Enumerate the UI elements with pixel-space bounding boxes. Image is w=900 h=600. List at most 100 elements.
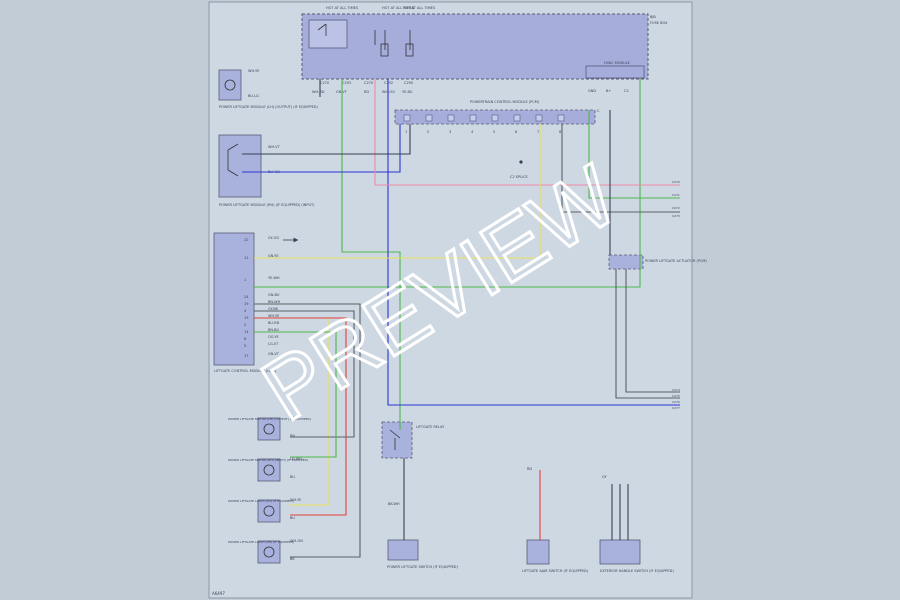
right-connector-3: C272	[672, 206, 680, 210]
relay-block	[308, 19, 348, 49]
main-wire-label-4: GN-BU	[268, 293, 280, 297]
cluster-pin-label-3: 3	[449, 130, 451, 134]
main-pin-label-5: 19	[244, 302, 248, 306]
main-wire-label-9: BN-BU	[268, 328, 280, 332]
bottom-module-3: EXTERIOR HANDLE SWITCH (IF EQUIPPED) GY	[599, 475, 674, 573]
wire-green-2	[254, 331, 337, 458]
motor_2-wire-2: BU	[290, 475, 295, 479]
cluster-pin-box-5	[491, 114, 499, 122]
cluster-pin-label-4: 4	[471, 130, 474, 134]
main-wire-label-1: GY-OG	[268, 236, 279, 240]
motor_3-name: POWER LIFTGATE LATCH (LH) (IF EQUIPPED)	[228, 499, 294, 503]
main-wire-label-12: GN-VT	[268, 352, 280, 356]
sensor-1-name: POWER LIFTGATE MODULE (LH) (OUTPUT) (IF …	[219, 105, 319, 109]
wire-green-top	[588, 110, 680, 199]
cluster-pin-box-7	[535, 114, 543, 122]
relay-module-symbol	[389, 429, 401, 450]
motor_1-wire-2: BN	[290, 434, 295, 438]
main-wire-label-11: LG-VT	[268, 342, 279, 346]
motor_3-symbol	[263, 505, 275, 517]
bottom-module-2: LIFTGATE AJAR SWITCH (IF EQUIPPED) RD	[522, 467, 589, 573]
main-pin-label-7: 13	[244, 316, 248, 320]
cluster-pin-label-1: 1	[405, 130, 407, 134]
motor_2-symbol	[263, 464, 275, 476]
motor-group: POWER LIFTGATE MOTOR (LH) (OUTPUT) (IF E…	[228, 416, 311, 564]
cluster-pin-label-8: 8	[559, 130, 561, 134]
relay-module: LIFTGATE RELAY	[381, 421, 445, 459]
wire-gray-4	[615, 269, 680, 399]
fuse-label-1: HOT AT ALL TIMES	[326, 6, 359, 10]
cluster-module-label: C	[597, 109, 600, 113]
cluster-pin-label-2: 2	[427, 130, 429, 134]
wire-blue-left	[242, 124, 401, 173]
jb-wire-1: WH-RD	[312, 90, 325, 94]
main-pin-label-11: 5	[244, 344, 246, 348]
main-pin-label-9: 14	[244, 330, 249, 334]
cluster-pin-label-6: 6	[515, 130, 517, 134]
sensor-2-switch-symbol	[227, 143, 239, 177]
wire-red-1	[254, 317, 347, 516]
bottom-module-2-name: LIFTGATE AJAR SWITCH (IF EQUIPPED)	[522, 569, 589, 573]
motor_4-box	[257, 540, 281, 564]
fuse-symbol-2	[405, 43, 414, 57]
sensor-1: POWER LIFTGATE MODULE (LH) (OUTPUT) (IF …	[218, 69, 319, 109]
bottom-module-2-wire-1: RD	[527, 467, 532, 471]
bottom-module-3-box	[599, 539, 641, 565]
wire-pink	[374, 79, 680, 186]
wire-yellow-1	[254, 124, 541, 259]
wire-gray-2	[254, 310, 355, 438]
ground-module-name: POWER LIFTGATE ACTUATOR (PCM)	[645, 259, 707, 263]
sensor-2: POWER LIFTGATE MODULE (RH) (IF EQUIPPED)…	[218, 134, 315, 207]
cluster-pin-box-6	[513, 114, 521, 122]
jb-pin-1: C270	[320, 81, 329, 85]
main-wire-label-10: OG-YE	[268, 335, 279, 339]
wire-gray-5	[625, 269, 680, 393]
jb-pin-2: C293	[342, 81, 351, 85]
bottom-module-2-box	[526, 539, 550, 565]
wire-blue-main	[387, 79, 680, 406]
right-connector-1: C270	[672, 180, 680, 184]
sensor-1-wire-1: WH-YE	[248, 69, 259, 73]
cluster-pin-box-8	[557, 114, 565, 122]
cluster-pin-box-2	[425, 114, 433, 122]
sensor-1-box	[218, 69, 242, 101]
right-connector-7: C276	[672, 400, 680, 404]
motor_3-box	[257, 499, 281, 523]
main-pin-label-12: 17	[244, 354, 248, 358]
relay-module-box	[381, 421, 413, 459]
fuse-label-3: HOT AT ALL TIMES	[403, 6, 436, 10]
motor_4-wire-2: BK	[290, 557, 295, 561]
bottom-module-1-name: POWER LIFTGATE SWITCH (IF EQUIPPED)	[387, 565, 458, 569]
main-pin-label-1: 22	[244, 238, 248, 242]
cluster-pin-label-7: 7	[537, 130, 539, 134]
main-pin-label-10: 6	[244, 337, 246, 341]
relay-module-name: LIFTGATE RELAY	[416, 425, 445, 429]
splice-dot	[519, 160, 523, 164]
main-wire-label-6: GY-BK	[268, 307, 279, 311]
jb-wire-3: RD	[364, 90, 369, 94]
motor_2-name: POWER LIFTGATE MOTOR (RH) (INPUT) (IF EQ…	[228, 458, 308, 462]
cluster-module-name: POWERTRAIN CONTROL MODULE (PCM)	[470, 100, 540, 104]
cluster-pin-box-1	[403, 114, 411, 122]
hvac-module-name: HVAC MODULE	[604, 61, 630, 65]
motor_4-name: POWER LIFTGATE LATCH (RH) (IF EQUIPPED)	[228, 540, 294, 544]
right-connector-8: C277	[672, 406, 680, 410]
sensor-2-wire-1: WH-VT	[268, 145, 281, 149]
bottom-module-1: POWER LIFTGATE SWITCH (IF EQUIPPED) BK-W…	[387, 502, 458, 569]
motor_1-wire-1: WH	[290, 416, 296, 420]
cluster-pin-box-3	[447, 114, 455, 122]
fuse-links	[374, 30, 411, 50]
footer-code: A6497	[212, 591, 225, 596]
main-wire-label-2: GN-YE	[268, 254, 279, 258]
right-connector-2: C271	[672, 193, 680, 197]
sensor-1-symbol	[224, 79, 236, 91]
main-pin-label-3: 1	[244, 278, 246, 282]
wire-green-main	[341, 79, 401, 430]
connector-note: C2 SPLICE	[510, 175, 528, 179]
